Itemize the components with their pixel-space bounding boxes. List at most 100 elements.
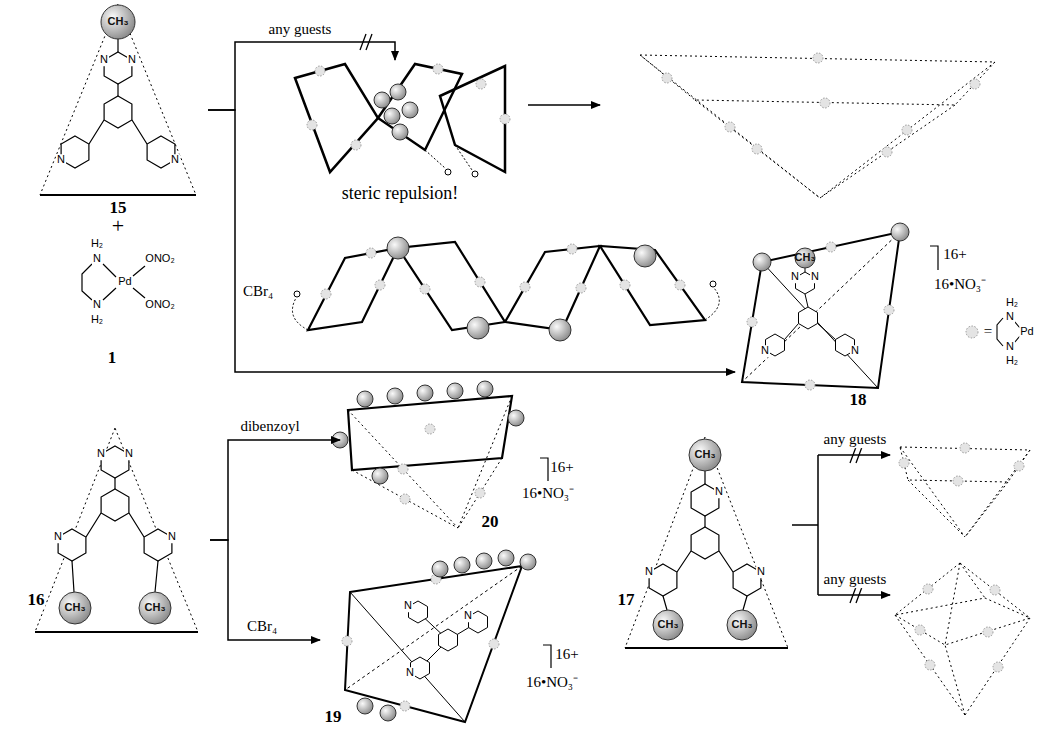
cage-18-drawing-part [930, 246, 938, 270]
ligand-17-drawing-part [727, 610, 757, 640]
steric-intermediate-part [500, 114, 510, 124]
empty-bowl [899, 443, 1030, 537]
plus-sign: + [110, 214, 126, 237]
empty-octahedron-part [925, 660, 935, 670]
reagent-label: dibenzoyl [238, 419, 301, 435]
bowl-20-drawing-part [398, 464, 408, 474]
empty-bowl-part [960, 443, 970, 453]
blocked-arrows-part [792, 455, 818, 595]
empty-pyramid-part [820, 98, 830, 108]
empty-pyramid-part [813, 53, 823, 63]
steric-intermediate-part [384, 108, 400, 124]
steric-intermediate [295, 64, 510, 177]
open-chain-intermediate-part [634, 245, 656, 267]
empty-octahedron-part [993, 662, 1003, 672]
cage-19-drawing-part [476, 553, 492, 569]
cage-18-drawing-part [884, 305, 894, 315]
cage-19-drawing-part [543, 645, 551, 668]
empty-bowl-part [1014, 461, 1024, 471]
ligand-17-drawing-part [653, 610, 683, 640]
bowl-20-drawing-part [348, 396, 512, 528]
reagent-label: any guests [267, 22, 334, 38]
bowl-20-drawing-part [400, 494, 410, 504]
ligand-17-drawing-part [625, 437, 788, 648]
bowl-20-drawing-part [348, 396, 512, 470]
blocked-arrows-part [818, 594, 890, 596]
open-chain-intermediate-part [420, 284, 430, 294]
cage-19-drawing [342, 550, 551, 722]
empty-pyramid [640, 53, 995, 198]
ligand-16-drawing [35, 428, 198, 632]
empty-pyramid-part [752, 144, 762, 154]
ligand-17: CH₃NNNCH₃CH₃17 [612, 432, 807, 657]
open-chain-intermediate-part [576, 283, 586, 293]
open-chain-intermediate-part [308, 248, 398, 330]
steric-intermediate-part [433, 64, 443, 74]
ligand-17-drawing-part [689, 439, 721, 471]
steric-intermediate-part [378, 64, 462, 150]
atom-label: Pd [117, 276, 132, 288]
ligand-15-drawing-part [104, 96, 132, 128]
atom-label: N [790, 271, 800, 283]
empty-pyramid-part [970, 79, 980, 89]
open-chain-intermediate-part [475, 277, 485, 287]
atom-label: ONO₂ [144, 299, 175, 311]
cage-18-drawing-part [826, 242, 836, 252]
open-chain-intermediate-part [398, 242, 505, 330]
charge-label: 16•NO₃⁻ [525, 675, 579, 691]
ligand-15-drawing-part [89, 39, 147, 144]
ligand-15-drawing-part [40, 194, 196, 196]
empty-octahedron [895, 563, 1030, 715]
cage-19-drawing-part [439, 629, 458, 651]
open-chain-intermediate-part [321, 289, 331, 299]
empty-pyramid-part [662, 73, 672, 83]
open-chain-intermediate [292, 237, 719, 341]
cage-18-drawing-part [753, 253, 771, 271]
open-chain-intermediate-part [600, 246, 705, 325]
methyl-label: CH₃ [145, 602, 166, 614]
ligand-15: CH₃NNNN15 [30, 0, 208, 222]
steric-intermediate-part [425, 145, 472, 170]
charge-label: 16+ [942, 247, 967, 263]
reaction-arrow [528, 104, 600, 106]
steric-intermediate-part [295, 64, 378, 172]
bowl-20-drawing-part [477, 381, 493, 397]
empty-bowl-part [899, 458, 909, 468]
empty-octahedron-part [895, 563, 1030, 715]
legend-text: = [982, 324, 994, 340]
charge-label: 16•NO₃⁻ [933, 277, 987, 293]
open-chain-intermediate-part [387, 237, 409, 259]
steric-intermediate-part [374, 92, 390, 108]
atom-label: N [850, 345, 860, 357]
cage-18-drawing-part [795, 248, 815, 268]
empty-pyramid-part [725, 122, 735, 132]
reagent-label: CBr₄ [245, 619, 279, 635]
atom-label: N [463, 610, 473, 622]
reagent-label: any guests [822, 572, 889, 588]
cage-18-drawing-part [747, 317, 757, 327]
open-chain-intermediate-part [375, 280, 385, 290]
bowl-20-drawing-part [357, 391, 373, 407]
atom-label: N [96, 448, 106, 460]
cage-18-drawing-part [742, 232, 900, 382]
empty-bowl-part [953, 476, 963, 486]
empty-octahedron-part [915, 625, 925, 635]
bowl-20-drawing-part [475, 488, 485, 498]
atom-label: N [810, 271, 820, 283]
atom-label: N [124, 448, 134, 460]
steric-intermediate-part [472, 171, 478, 177]
charge-label: 16•NO₃⁻ [521, 486, 575, 502]
steric-intermediate-part [307, 120, 317, 130]
open-chain-intermediate-part [520, 282, 530, 292]
steric-intermediate-part [315, 66, 325, 76]
empty-octahedron-part [990, 585, 1000, 595]
compound-number: 16 [27, 591, 46, 609]
cage-19-drawing-part [345, 566, 522, 690]
cage-18-drawing-part [799, 307, 818, 329]
steric-intermediate-part [390, 84, 406, 100]
cage-19-drawing-part [520, 554, 536, 570]
empty-octahedron-part [895, 598, 1030, 645]
open-chain-intermediate-part [366, 248, 376, 258]
open-chain-intermediate-part [675, 280, 685, 290]
